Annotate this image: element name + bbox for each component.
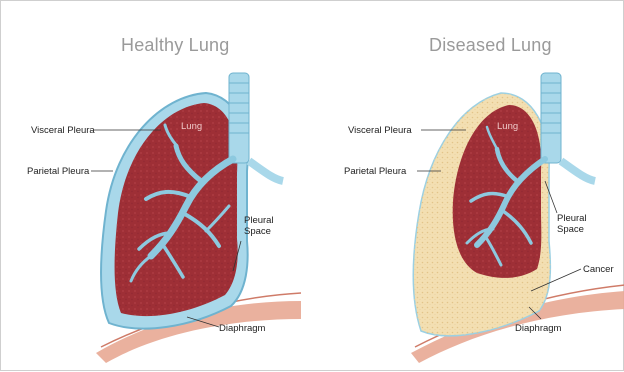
pleural-space-line2: Space: [557, 224, 584, 235]
healthy-lung-label: Lung: [181, 121, 202, 132]
healthy-trachea: [229, 73, 249, 163]
healthy-visceral-pleura-label: Visceral Pleura: [31, 125, 95, 136]
diseased-trachea: [541, 73, 561, 163]
diseased-lung-label: Lung: [497, 121, 518, 132]
diseased-lung-group: [411, 73, 624, 363]
pleural-space-line1: Pleural: [557, 213, 587, 224]
healthy-diaphragm-label: Diaphragm: [219, 323, 265, 334]
diseased-parietal-pleura-label: Parietal Pleura: [344, 166, 406, 177]
pleural-space-line2: Space: [244, 226, 271, 237]
diseased-pleural-space-label: Pleural Space: [557, 213, 587, 235]
healthy-parietal-pleura-label: Parietal Pleura: [27, 166, 89, 177]
diseased-visceral-pleura-label: Visceral Pleura: [348, 125, 412, 136]
cancer-label: Cancer: [583, 264, 614, 275]
healthy-lung-title: Healthy Lung: [121, 35, 229, 56]
diseased-diaphragm-label: Diaphragm: [515, 323, 561, 334]
pleural-space-line1: Pleural: [244, 215, 274, 226]
healthy-pleural-space-label: Pleural Space: [244, 215, 274, 237]
diseased-lung-title: Diseased Lung: [429, 35, 552, 56]
